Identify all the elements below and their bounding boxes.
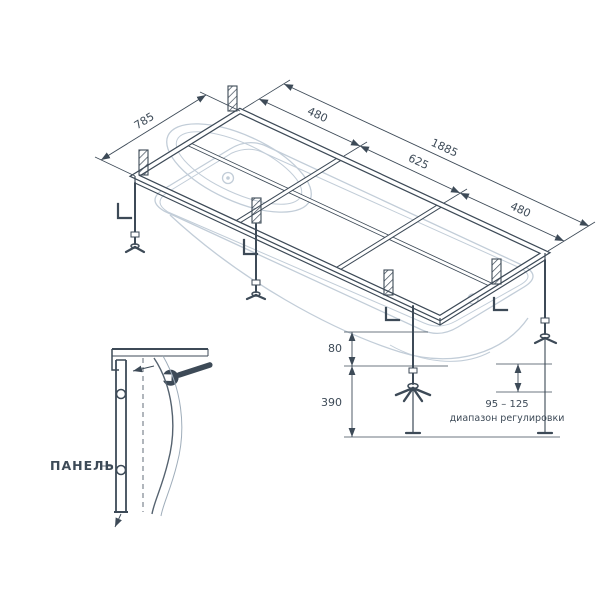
frame-legs	[124, 182, 558, 435]
adjustment-range-caption: диапазон регулировки	[450, 413, 565, 424]
panel-detail-view: ПАНЕЛЬ	[50, 348, 213, 528]
frame-center-rail	[186, 141, 494, 288]
dimension-adjustment-range: 95 – 125 диапазон регулировки	[450, 363, 565, 424]
dim-80-label: 80	[328, 342, 342, 355]
dim-390-label: 390	[321, 396, 342, 409]
panel-clip-fastener	[115, 464, 127, 476]
panel-section	[114, 359, 128, 513]
mounting-studs	[138, 85, 502, 296]
mounting-stud-hatch	[138, 149, 149, 176]
dimension-chain-length: 480 625 480 1885	[242, 79, 596, 252]
frame-perimeter	[128, 107, 552, 326]
drain-hole	[221, 171, 235, 185]
mounting-stud-hatch	[491, 258, 502, 285]
bathtub-outline	[154, 123, 534, 362]
star-foot	[394, 386, 432, 403]
dimension-80-390: 80 390	[321, 331, 448, 437]
mounting-stud-hatch	[251, 197, 262, 224]
dim-785-label: 785	[132, 110, 157, 132]
adjustment-range-value: 95 – 125	[485, 399, 528, 410]
dim-1885-label: 1885	[429, 136, 460, 160]
mounting-stud-hatch	[227, 85, 238, 112]
rim-brackets	[116, 202, 509, 322]
panel-clip-fastener	[115, 388, 127, 400]
mounting-stud-hatch	[383, 269, 394, 296]
insert-arrow-icon	[132, 365, 155, 373]
drop-arrow-icon	[114, 513, 122, 528]
wrench-icon	[158, 362, 213, 386]
panel-detail-label: ПАНЕЛЬ	[50, 458, 115, 473]
